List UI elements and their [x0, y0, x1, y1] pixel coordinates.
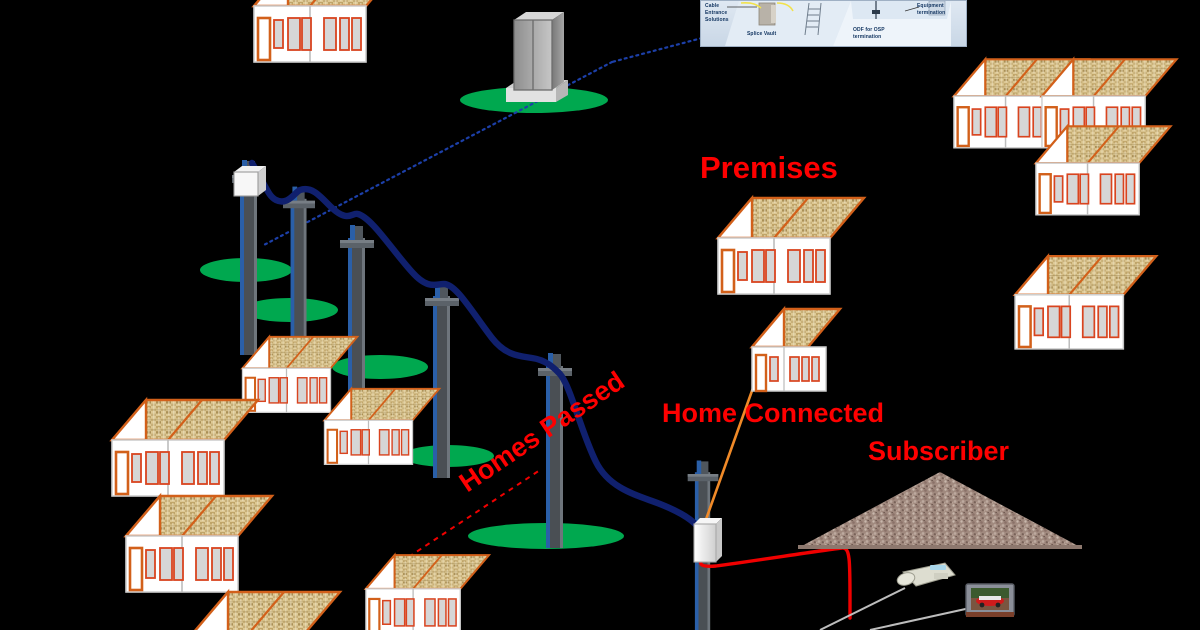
house — [252, 0, 402, 64]
house — [364, 553, 491, 630]
label-subscriber: Subscriber — [868, 436, 1010, 466]
house — [192, 590, 342, 630]
house — [1034, 125, 1172, 216]
inset-text-odf: ODF for OSP — [853, 27, 885, 33]
inset-text-equip-termination: termination — [917, 10, 946, 16]
house — [124, 494, 274, 594]
inset-text-entrance: Entrance — [705, 10, 728, 16]
inset-text-cable: Cable — [705, 3, 720, 9]
inset-text-solutions: Solutions — [705, 17, 729, 23]
subscriber-drop-red — [698, 546, 852, 620]
pole-mounted-enclosure — [233, 166, 266, 197]
inset-text-odf-termination: termination — [853, 34, 882, 40]
street-cabinet — [506, 12, 568, 102]
house — [110, 398, 260, 498]
network-interface-device — [693, 518, 722, 563]
inset-text-splice-vault: Splice Vault — [747, 31, 777, 37]
label-premises: Premises — [700, 150, 838, 185]
aerial-fiber-cable — [248, 159, 704, 534]
house — [1013, 254, 1158, 351]
telephone-icon — [896, 562, 956, 587]
central-office-inset: Cable Entrance Solutions Splice Vault OD… — [700, 0, 967, 47]
label-home-connected: Home Connected — [662, 398, 885, 428]
subscriber-link-lines — [819, 587, 971, 630]
gravel-mound — [798, 472, 1082, 549]
house — [750, 307, 842, 393]
inset-text-equipment: Equipment — [917, 3, 944, 9]
television-icon — [965, 583, 1015, 617]
house — [716, 196, 866, 296]
inset-art — [725, 1, 951, 46]
fiber-drop-orange — [702, 387, 755, 526]
feeder-dashed-line — [260, 36, 704, 248]
